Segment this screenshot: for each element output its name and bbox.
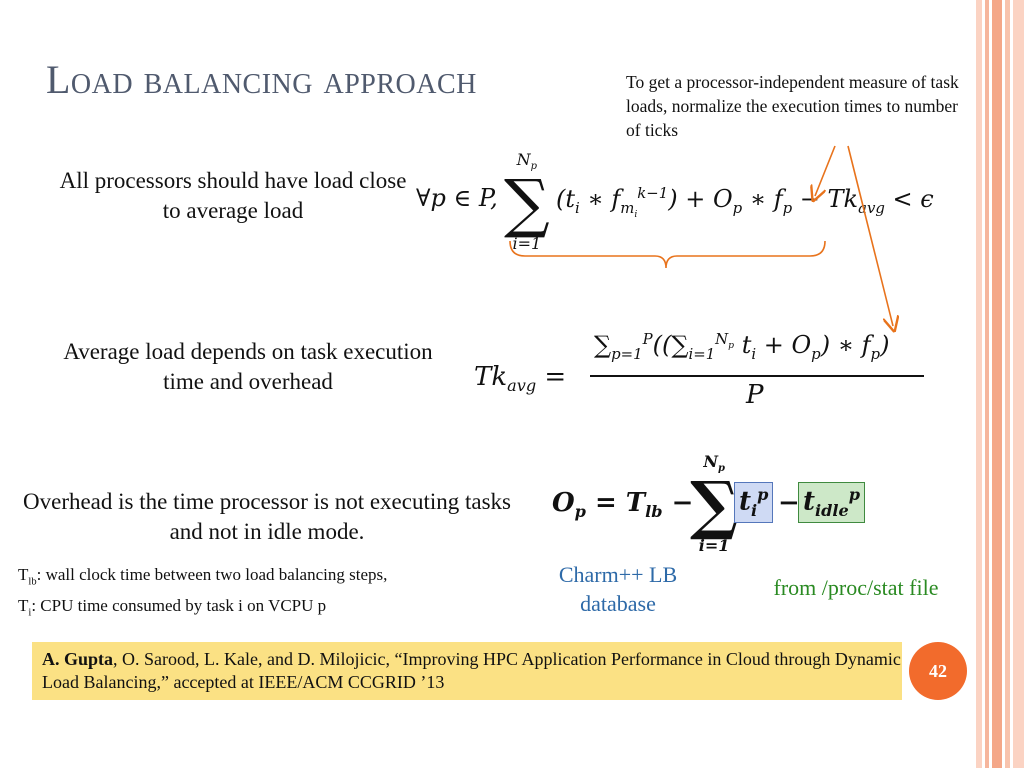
definition-ti: Ti: CPU time consumed by task i on VCPU … [18,596,327,619]
stripe [992,0,1002,768]
arrow-to-average-formula [847,145,893,326]
definition-tlb: Tlb: wall clock time between two load ba… [18,565,388,588]
stripe [985,0,989,768]
equation-balance-condition: ∀p ∈ P, Np ∑ i=1 (ti ∗ fmik−1) + Op ∗ fp… [416,150,934,254]
fraction-bar [590,375,924,377]
proc-stat-source: from /proc/stat file [773,575,939,600]
citation-box: A. Gupta, O. Sarood, L. Kale, and D. Mil… [32,642,902,700]
task-time-highlight: tip [734,482,774,523]
citation-author: A. Gupta [42,649,114,669]
slide-title: Load balancing approach [46,57,477,102]
statement-overhead: Overhead is the time processor is not ex… [23,489,511,544]
stripe [976,0,982,768]
arrow-to-frequency [815,145,836,196]
decorative-stripes [976,0,1024,768]
statement-average-load: All processors should have load close to… [59,168,407,223]
variable-definitions: Tlb: wall clock time between two load ba… [18,563,387,626]
normalization-note: To get a processor-independent measure o… [626,72,959,140]
stripe [1005,0,1010,768]
charm-lb-source: Charm++ LB database [558,562,678,616]
equation-average-load: Tkavg = ∑p=1P((∑i=1Np ti + Op) ∗ fp) P [474,330,934,420]
stripe [1013,0,1024,768]
brace-under-sum [509,240,826,269]
equation-overhead: Op = Tlb − Np ∑ i=1 tip − tidlep [552,454,872,554]
citation-text: , O. Sarood, L. Kale, and D. Milojicic, … [42,649,901,692]
statement-load-depends: Average load depends on task execution t… [63,339,433,394]
idle-time-highlight: tidlep [798,482,866,523]
page-number-badge: 42 [909,642,967,700]
